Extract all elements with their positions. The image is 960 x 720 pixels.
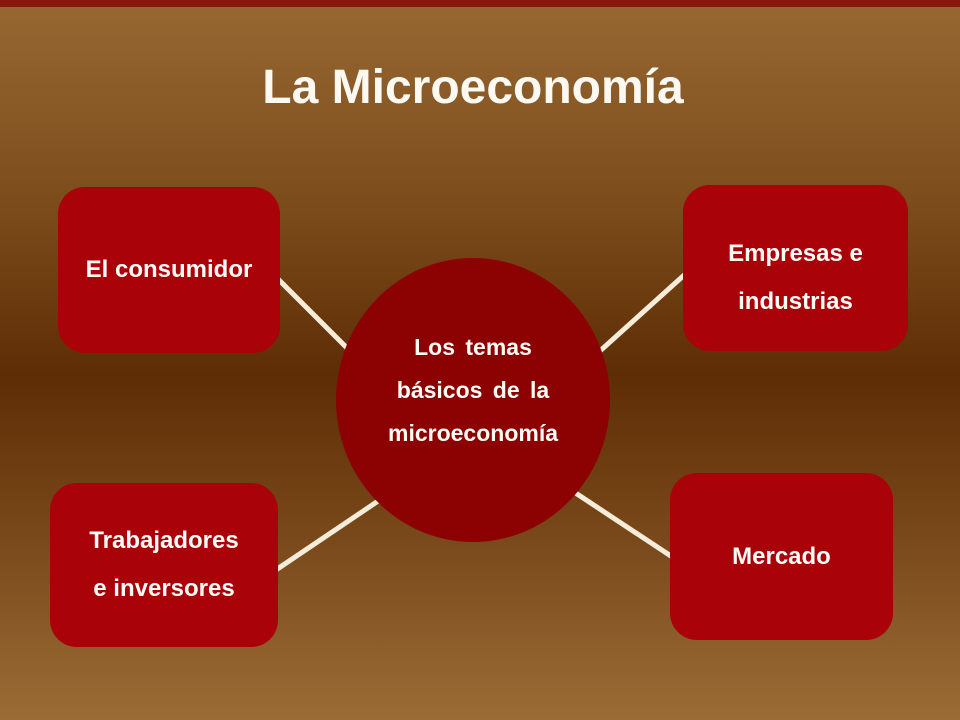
connector-line-top-left (266, 267, 360, 361)
diagram-node-companies-industries: Empresas e industrias (683, 185, 908, 351)
slide-top-border (0, 0, 960, 7)
node-line: El consumidor (85, 256, 253, 283)
center-line: microeconomía (388, 419, 558, 446)
node-line: Trabajadores (89, 527, 239, 554)
diagram-node-market: Mercado (670, 473, 893, 640)
center-line: básicos de la (396, 376, 550, 403)
node-line: industrias (738, 288, 853, 315)
node-line: Empresas e (728, 240, 863, 267)
node-line: Mercado (732, 542, 831, 570)
diagram-node-workers-investors: Trabajadores e inversores (50, 483, 278, 647)
connector-line-bottom-left (262, 490, 392, 581)
center-circle-text: Los temas básicos de la microeconomía (388, 326, 558, 455)
node-text: Trabajadores e inversores (89, 517, 238, 613)
node-line: e inversores (93, 575, 235, 602)
node-text: El consumidor (86, 246, 253, 294)
center-line: Los temas (414, 333, 532, 360)
diagram-center-circle: Los temas básicos de la microeconomía (336, 258, 610, 542)
diagram-node-consumer: El consumidor (58, 187, 280, 353)
node-text: Mercado (732, 533, 831, 581)
page-title: La Microeconomía (262, 61, 684, 114)
node-text: Empresas e industrias (728, 230, 863, 326)
connector-line-top-right (588, 266, 694, 362)
